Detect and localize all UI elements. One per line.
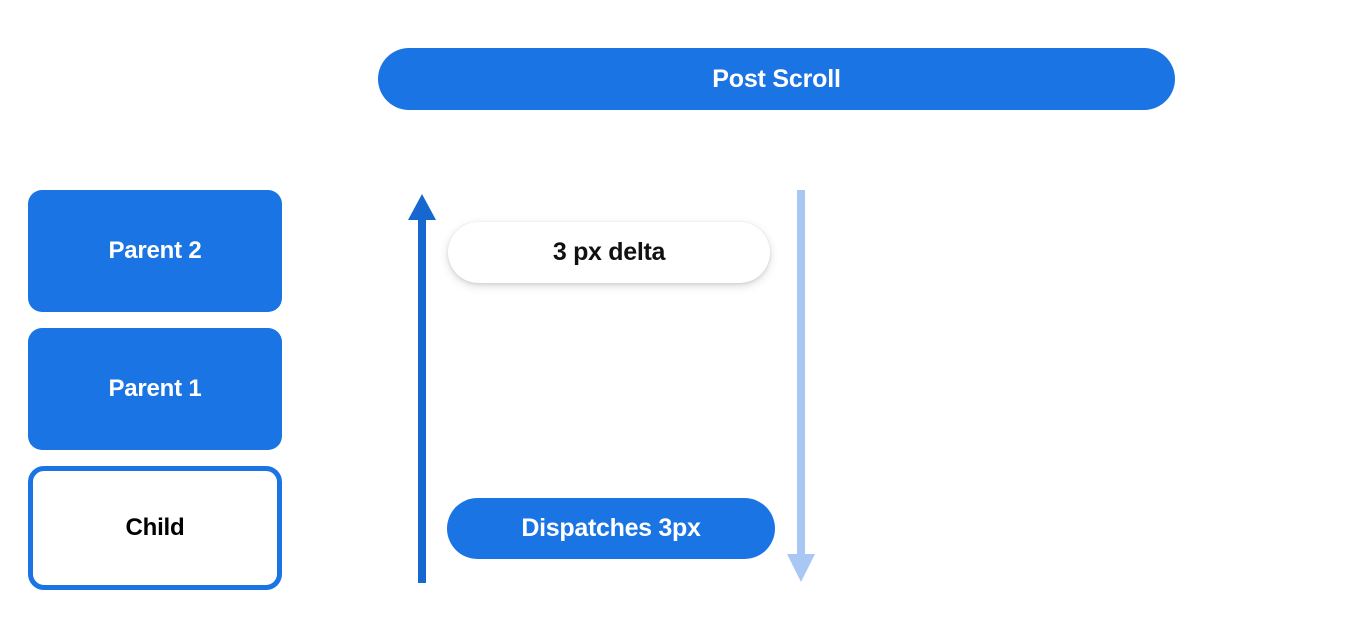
node-box-child-label: Child [125,514,185,541]
dispatch-pill-label: Dispatches 3px [521,514,701,542]
scroll-up-arrow-icon [408,194,436,583]
node-box-parent-1: Parent 1 [28,328,282,450]
scroll-down-arrow-icon [787,190,815,582]
node-box-child: Child [28,466,282,590]
node-box-parent-2: Parent 2 [28,190,282,312]
node-box-parent-1-label: Parent 1 [108,375,202,402]
delta-pill: 3 px delta [448,222,770,283]
dispatch-pill: Dispatches 3px [447,498,775,559]
post-scroll-header-label: Post Scroll [712,64,841,93]
node-box-parent-2-label: Parent 2 [108,237,202,264]
delta-pill-label: 3 px delta [552,238,666,266]
post-scroll-header-pill: Post Scroll [378,48,1175,110]
